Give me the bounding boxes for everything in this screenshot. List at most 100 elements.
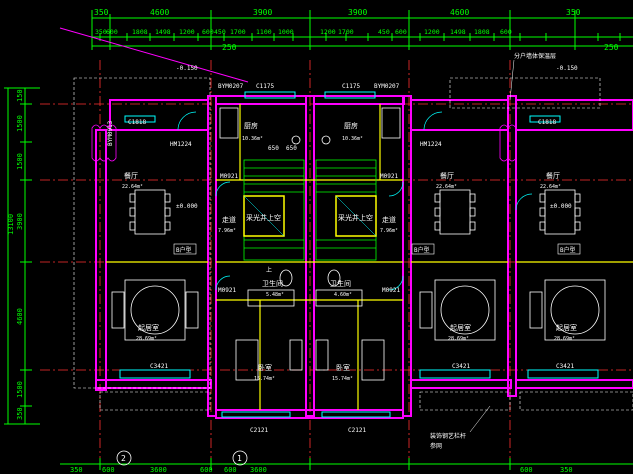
dim-bot-1: 600 — [102, 466, 115, 474]
dm17: 600 — [500, 28, 512, 36]
corridor-right-area: 7.96m² — [380, 228, 398, 234]
tag-hm1224r: HM1224 — [420, 141, 442, 148]
left-dimension-chain — [4, 87, 40, 425]
dim-left-6: 350 — [16, 407, 24, 420]
dim-650b: 650 — [286, 145, 297, 152]
light-wells — [243, 195, 377, 237]
tag-bym1: BYM0207 — [218, 83, 244, 90]
dm4: 1200 — [179, 28, 195, 36]
dm15: 1498 — [450, 28, 466, 36]
dim-bot-2: 3600 — [150, 466, 167, 474]
tag-c3421a: C3421 — [150, 363, 168, 370]
top-minor-labels: 350 600 1808 1498 1200 600 450 1700 1100… — [95, 28, 512, 36]
bed-right-label: 卧室 — [336, 363, 350, 372]
top-dimension-chain — [91, 10, 633, 50]
tags: C1175 C1175 BYM0207 BYM0207 C1818 C1818 … — [107, 83, 574, 434]
tag-m0921c: M0921 — [218, 287, 236, 294]
tag-c3421c: C3421 — [556, 363, 574, 370]
dm7: 1700 — [230, 28, 246, 36]
kitchen-left-label: 厨房 — [244, 121, 258, 130]
dining-right1-area: 22.64m² — [436, 184, 457, 190]
axis-bubbles: 2 1 — [116, 450, 248, 466]
dm3: 1498 — [155, 28, 171, 36]
bedroom-furniture — [235, 339, 385, 381]
dim-top-4600a: 4600 — [150, 8, 169, 17]
kitchen-left-area: 10.36m² — [242, 136, 263, 142]
revision-clouds — [91, 124, 517, 162]
dim-left-3: 3900 — [16, 213, 24, 230]
stair-right — [315, 159, 377, 261]
inner-walls — [106, 104, 633, 410]
axis-label-1: 1 — [237, 454, 242, 463]
dim-left-5: 1500 — [16, 381, 24, 398]
bottom-dimension-labels: 350 600 3600 600 600 3600 600 350 — [70, 466, 573, 474]
tag-c1818r: C1818 — [538, 119, 556, 126]
kitchen-right-area: 10.36m² — [342, 136, 363, 142]
note-railing: 装饰钢艺栏杆 — [430, 432, 466, 440]
living-left-area: 28.69m² — [136, 336, 157, 342]
living-right1-area: 28.69m² — [448, 336, 469, 342]
dm9: 1000 — [278, 28, 294, 36]
dim-left-total: 13100 — [7, 214, 15, 235]
dim-left-2: 1500 — [16, 153, 24, 170]
dim-top-250a: 250 — [222, 43, 237, 52]
bed-left-area: 15.74m² — [254, 376, 275, 382]
unit-left-label: B户型 — [176, 246, 192, 254]
tag-bym2: BYM0207 — [374, 83, 400, 90]
dm13: 600 — [395, 28, 407, 36]
lightwell-right-label: 采光井上空 — [338, 213, 373, 222]
corridor-left-label: 走道 — [222, 215, 236, 224]
unit-right-label: B户型 — [414, 246, 430, 254]
living-left-label: 起居室 — [138, 323, 159, 332]
dim-top-350a: 350 — [94, 8, 109, 17]
tag-m0921b: M0921 — [380, 173, 398, 180]
dim-top-4600b: 4600 — [450, 8, 469, 17]
stair-left — [243, 159, 305, 261]
tag-c2121b: C2121 — [348, 427, 366, 434]
bath-fixtures — [247, 269, 363, 307]
living-right2-label: 起居室 — [556, 323, 577, 332]
bath-left-label: 卫生间 — [262, 279, 283, 288]
living-right2-area: 28.69m² — [554, 336, 575, 342]
dm10: 1200 — [320, 28, 336, 36]
tag-c1175b: C1175 — [342, 83, 360, 90]
dm12: 450 — [378, 28, 390, 36]
bath-right-label: 卫生间 — [330, 279, 351, 288]
lightwell-labels: 采光井上空 采光井上空 — [246, 213, 373, 222]
tag-c1818l: C1818 — [128, 119, 146, 126]
dim-top-3900b: 3900 — [348, 8, 367, 17]
dining-right1-label: 餐厅 — [440, 171, 454, 180]
notes: 分户墙体保温层 装饰钢艺栏杆 参网 — [430, 52, 556, 450]
tag-c3421b: C3421 — [452, 363, 470, 370]
level-marks: -0.150 -0.150 ±0.000 ±0.000 — [176, 65, 578, 210]
kitchen-right-label: 厨房 — [344, 121, 358, 130]
windows — [119, 91, 599, 418]
leader-line — [59, 27, 249, 83]
lightwell-left-label: 采光井上空 — [246, 213, 281, 222]
left-dimension-labels: 13100 150 1500 1500 3900 4600 1500 350 — [7, 89, 24, 420]
dim-bot-3: 600 — [200, 466, 213, 474]
dm6: 450 — [214, 28, 226, 36]
dim-top-3900a: 3900 — [253, 8, 272, 17]
dm8: 1100 — [256, 28, 272, 36]
tag-c1175a: C1175 — [256, 83, 274, 90]
corridor-right-label: 走道 — [382, 215, 396, 224]
axis-label-2: 2 — [121, 454, 126, 463]
balcony-outlines — [73, 77, 633, 411]
level-2: -0.150 — [556, 65, 578, 72]
living-right1-label: 起居室 — [450, 323, 471, 332]
level-3: ±0.000 — [176, 203, 198, 210]
unit-labels: B户型 B户型 B户型 — [173, 243, 581, 255]
dim-top-350b: 350 — [566, 8, 581, 17]
dm14: 1200 — [424, 28, 440, 36]
dm11: 1700 — [338, 28, 354, 36]
bottom-dimension-chain — [60, 458, 633, 470]
kitchen-fixtures — [219, 107, 401, 145]
dim-bot-7: 350 — [560, 466, 573, 474]
dim-left-0: 150 — [16, 89, 24, 102]
note-railing-ref: 参网 — [430, 442, 442, 450]
dim-650a: 650 — [268, 145, 279, 152]
dim-bot-0: 350 — [70, 466, 83, 474]
